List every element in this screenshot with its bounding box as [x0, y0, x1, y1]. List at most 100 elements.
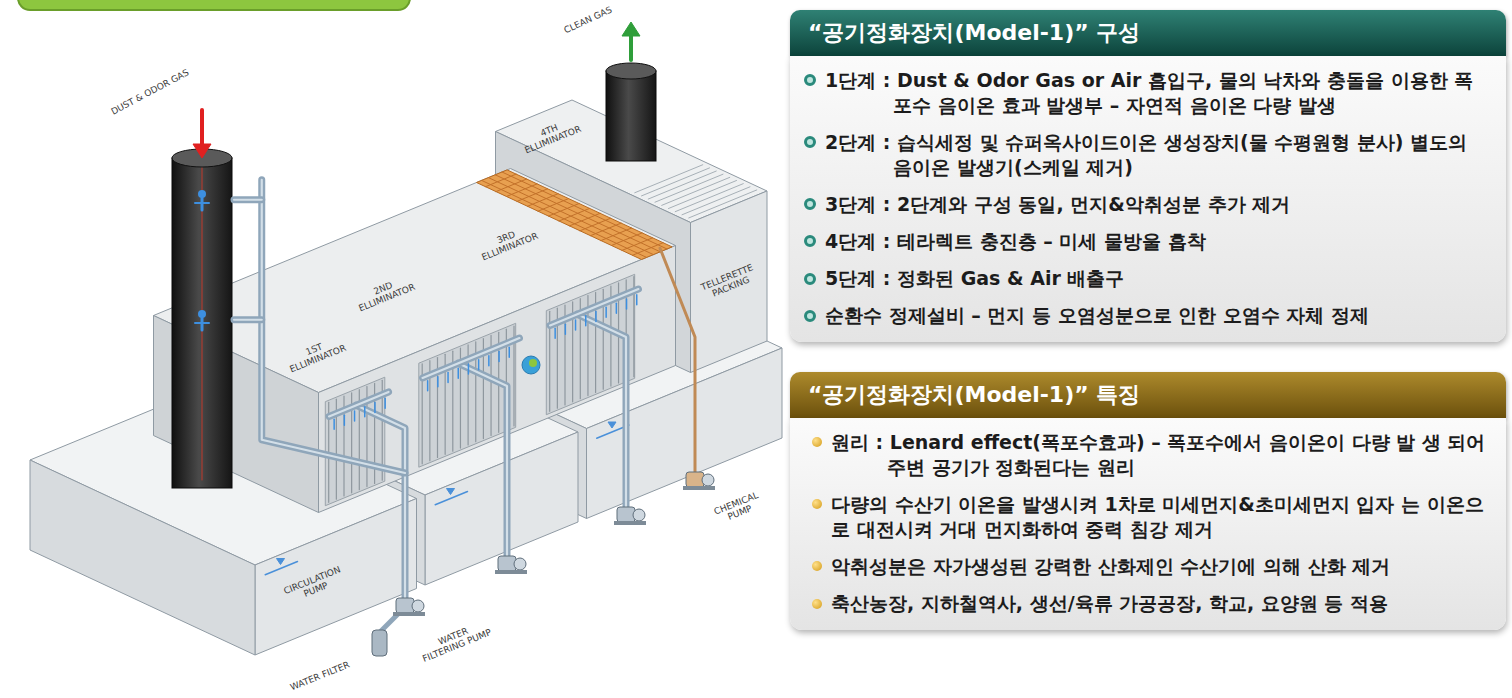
bullet-item: 악취성분은 자가생성된 강력한 산화제인 수산기에 의해 산화 제거 — [804, 554, 1490, 579]
pump-body — [396, 598, 414, 613]
panel-heading: “공기정화장치(Model-1)” 구성 — [790, 10, 1506, 56]
pump-motor — [702, 474, 714, 486]
water-spray — [374, 403, 376, 413]
water-level-mark — [277, 559, 285, 565]
water-spray — [354, 411, 356, 421]
part-label: WATER FILTER — [289, 659, 351, 692]
info-panel: “공기정화장치(Model-1)” 구성 1단계 : Dust & Odor Ga… — [790, 10, 1506, 342]
part-label: WATER FILTERING PUMP — [416, 617, 494, 664]
eliminator-slat — [648, 171, 716, 199]
pump-body — [617, 507, 635, 522]
bullet-text: 다량의 수산기 이온을 발생시켜 1차로 미세먼지&초미세먼지 입자 는 이온으… — [831, 492, 1490, 542]
water-pipe-highlight — [458, 363, 507, 563]
water-spray — [384, 398, 386, 408]
part-label: CHEMICAL PUMP — [705, 487, 772, 530]
water-pipe — [234, 316, 262, 323]
bullet-text: 3단계 : 2단계와 구성 동일, 먼지&악취성분 추가 제거 — [825, 192, 1490, 217]
bullet-item: 원리 : Lenard effect(폭포수효과) – 폭포수에서 음이온이 다… — [804, 430, 1490, 480]
eliminator-slat — [642, 168, 710, 196]
pump-motor — [514, 558, 526, 570]
water-filter — [372, 630, 387, 656]
title-bar — [18, 0, 410, 10]
water-pipe-highlight — [577, 314, 626, 514]
bullet-marker — [804, 198, 816, 210]
inlet-arrow-head — [193, 144, 211, 158]
water-spray — [468, 364, 470, 374]
water-pipe-highlight — [329, 392, 389, 417]
pump-body — [686, 472, 704, 487]
pump-body — [498, 556, 516, 571]
water-level-mark — [608, 422, 616, 428]
water-spray — [427, 381, 429, 391]
bullet-item: 3단계 : 2단계와 구성 동일, 먼지&악취성분 추가 제거 — [804, 192, 1490, 217]
part-label: DUST & ODOR GAS — [109, 67, 190, 117]
water-spray — [364, 407, 366, 417]
chemical-pipe — [660, 248, 695, 477]
water-pipe — [458, 363, 507, 563]
pump-motor — [412, 600, 424, 612]
bullet-text: 5단계 : 정화된 Gas & Air 배출구 — [825, 266, 1490, 291]
eliminator-slat — [682, 187, 750, 215]
eliminator-slat — [669, 181, 737, 209]
pump-base — [683, 486, 715, 490]
water-pipe — [329, 392, 389, 417]
eliminator-slat — [689, 190, 757, 218]
water-spray — [616, 303, 618, 313]
bullet-marker — [804, 310, 816, 322]
panel-body: 원리 : Lenard effect(폭포수효과) – 폭포수에서 음이온이 다… — [790, 418, 1506, 630]
water-pipe — [262, 180, 405, 473]
bullet-text: 1단계 : Dust & Odor Gas or Air 흡입구, 물의 낙차와… — [825, 68, 1490, 118]
water-spray — [605, 307, 607, 317]
bullet-marker — [804, 74, 816, 86]
pump-base — [614, 521, 646, 525]
water-spray — [498, 351, 500, 361]
water-pipe-highlight — [234, 319, 262, 321]
bullet-item: 축산농장, 지하철역사, 생선/육류 가공공장, 학교, 요양원 등 적용 — [804, 591, 1490, 616]
water-pipe — [550, 289, 638, 325]
water-spray — [458, 368, 460, 378]
pump-base — [393, 612, 425, 616]
bullet-item: 1단계 : Dust & Odor Gas or Air 흡입구, 물의 낙차와… — [804, 68, 1490, 118]
inlet-arrow — [200, 110, 204, 146]
water-spray — [488, 356, 490, 366]
water-spray — [437, 377, 439, 387]
bullet-item: 순환수 정제설비 – 먼지 등 오염성분으로 인한 오염수 자체 정제 — [804, 303, 1490, 328]
eliminator-slat — [675, 184, 743, 212]
pump-base — [495, 570, 527, 574]
water-spray — [344, 415, 346, 425]
water-pipe — [423, 338, 520, 378]
bullet-text: 악취성분은 자가생성된 강력한 산화제인 수산기에 의해 산화 제거 — [831, 554, 1490, 579]
bullet-marker — [804, 235, 816, 247]
water-spray — [585, 316, 587, 326]
bullet-text: 4단계 : 테라렉트 충진층 – 미세 물방울 흡착 — [825, 229, 1490, 254]
eliminator-slat — [662, 177, 730, 205]
panel-body: 1단계 : Dust & Odor Gas or Air 흡입구, 물의 낙차와… — [790, 56, 1506, 343]
water-pipe-highlight — [234, 199, 262, 201]
eliminator-slat — [655, 174, 723, 202]
logo-mark-inner — [529, 359, 537, 367]
eliminator4-front — [691, 191, 768, 373]
water-spray — [447, 372, 449, 382]
inlet-stack — [172, 158, 232, 488]
outlet-arrow — [629, 34, 633, 60]
water-pipe-highlight — [356, 405, 405, 605]
bullet-marker — [812, 499, 822, 509]
water-level-mark — [447, 489, 455, 495]
water-spray — [509, 347, 511, 357]
bullet-text: 순환수 정제설비 – 먼지 등 오염성분으로 인한 오염수 자체 정제 — [825, 303, 1490, 328]
bullet-marker — [812, 437, 822, 447]
water-spray — [626, 299, 628, 309]
bullet-item: 2단계 : 습식세정 및 슈퍼옥사이드이온 생성장치(물 수평원형 분사) 별도… — [804, 130, 1490, 180]
water-pipe-highlight — [423, 338, 520, 378]
water-spray — [554, 328, 556, 338]
tank1-end — [30, 460, 255, 655]
water-pipe — [577, 314, 626, 514]
water-spray-figure — [195, 202, 209, 204]
bullet-text: 축산농장, 지하철역사, 생선/육류 가공공장, 학교, 요양원 등 적용 — [831, 591, 1490, 616]
info-panel: “공기정화장치(Model-1)” 특징원리 : Lenard effect(폭… — [790, 372, 1506, 630]
logo-mark — [522, 356, 540, 374]
water-pipe-highlight — [262, 180, 405, 473]
water-spray — [333, 419, 335, 429]
water-pipe — [234, 196, 262, 203]
